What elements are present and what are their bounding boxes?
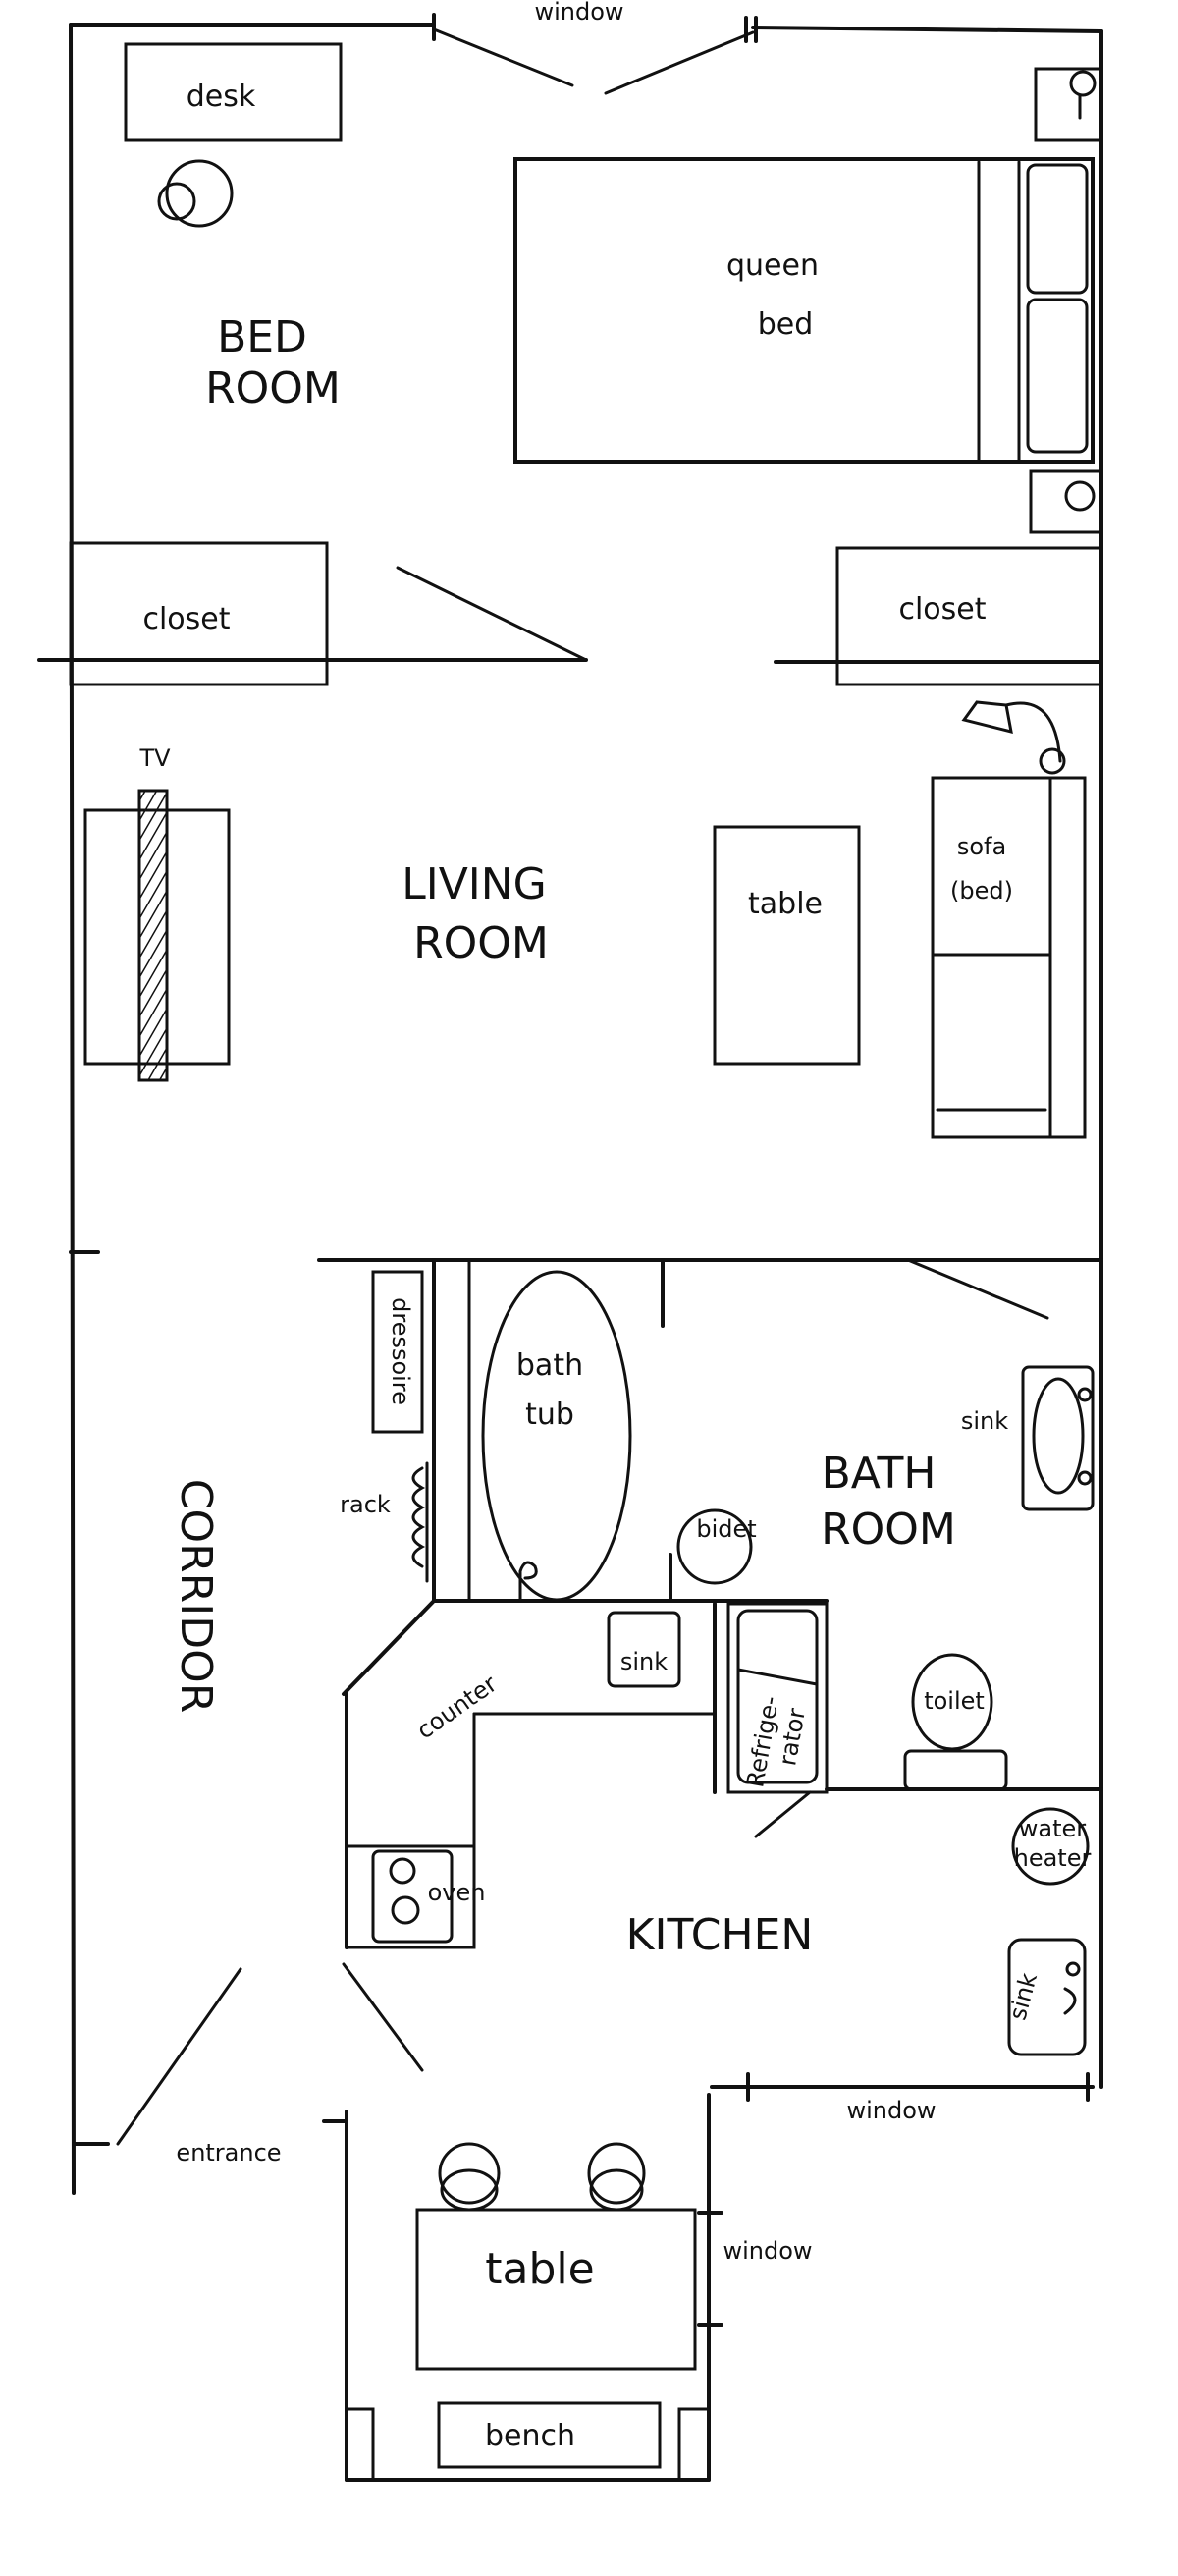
svg-text:window: window bbox=[534, 0, 623, 26]
svg-text:heater: heater bbox=[1014, 1844, 1092, 1872]
refrigerator: Refrige- rator bbox=[713, 1602, 829, 1838]
svg-text:rack: rack bbox=[340, 1491, 391, 1518]
svg-text:BATH: BATH bbox=[822, 1449, 937, 1499]
living-table bbox=[713, 825, 861, 1066]
oven bbox=[345, 1844, 476, 1949]
svg-text:window: window bbox=[846, 2097, 936, 2124]
closet-right bbox=[835, 546, 1103, 686]
queen-bed: queen bed bbox=[513, 157, 1095, 464]
bidet bbox=[676, 1508, 753, 1585]
svg-text:tub: tub bbox=[525, 1398, 574, 1432]
desk-chair bbox=[165, 159, 234, 228]
svg-text:bed: bed bbox=[758, 307, 814, 342]
svg-text:dressoire: dressoire bbox=[387, 1297, 414, 1405]
svg-text:sink: sink bbox=[961, 1407, 1008, 1435]
svg-text:KITCHEN: KITCHEN bbox=[626, 1910, 814, 1960]
svg-text:ROOM: ROOM bbox=[413, 918, 549, 968]
svg-text:ROOM: ROOM bbox=[205, 363, 341, 413]
kitchen-small-sink bbox=[607, 1611, 681, 1688]
kitchen-door bbox=[342, 1962, 424, 2072]
nightstand-lamp-top bbox=[1034, 67, 1103, 142]
nightstand-lamp-bottom bbox=[1029, 469, 1103, 534]
bath-sink bbox=[1021, 1365, 1095, 1511]
svg-text:window: window bbox=[723, 2237, 812, 2265]
dining-chair-left bbox=[438, 2142, 501, 2212]
water-heater bbox=[1011, 1807, 1090, 1886]
svg-text:closet: closet bbox=[898, 592, 986, 627]
svg-text:table: table bbox=[748, 887, 823, 921]
svg-text:bench: bench bbox=[485, 2419, 575, 2453]
svg-text:(bed): (bed) bbox=[950, 877, 1013, 904]
svg-text:oven: oven bbox=[428, 1879, 486, 1906]
dining-table bbox=[415, 2208, 697, 2371]
desk bbox=[124, 42, 343, 142]
svg-text:BED: BED bbox=[217, 312, 307, 362]
floor-lamp bbox=[961, 700, 1066, 775]
dining-chair-right bbox=[587, 2142, 646, 2212]
tv bbox=[137, 789, 169, 1082]
window-dining: window bbox=[697, 2211, 813, 2327]
svg-text:toilet: toilet bbox=[924, 1687, 985, 1715]
svg-text:entrance: entrance bbox=[176, 2139, 281, 2166]
svg-text:sink: sink bbox=[620, 1648, 668, 1675]
dressoire bbox=[371, 1270, 424, 1434]
walls bbox=[37, 23, 1103, 2482]
corridor-label: CORRIDOR bbox=[171, 1479, 221, 1714]
bathroom-door bbox=[906, 1258, 1049, 1320]
svg-text:ROOM: ROOM bbox=[821, 1505, 956, 1555]
entrance-door bbox=[116, 1967, 242, 2146]
bedroom-door bbox=[396, 566, 588, 662]
window-top: window bbox=[432, 0, 758, 95]
closet-left bbox=[69, 541, 329, 686]
svg-text:closet: closet bbox=[142, 602, 230, 636]
svg-text:water: water bbox=[1019, 1815, 1087, 1842]
svg-text:queen: queen bbox=[726, 248, 819, 283]
sofa-bed: sofa (bed) bbox=[931, 776, 1087, 1139]
bench bbox=[437, 2401, 662, 2469]
svg-text:TV: TV bbox=[138, 744, 171, 772]
svg-text:desk: desk bbox=[187, 80, 256, 114]
counter-label: counter bbox=[412, 1670, 503, 1744]
kitchen-sink bbox=[1007, 1938, 1087, 2056]
window-kitchen: window bbox=[746, 2072, 1090, 2124]
rack bbox=[411, 1461, 429, 1583]
toilet bbox=[903, 1653, 1008, 1791]
svg-text:table: table bbox=[485, 2244, 594, 2294]
svg-text:LIVING: LIVING bbox=[402, 859, 547, 909]
svg-text:bath: bath bbox=[516, 1348, 583, 1383]
svg-text:sofa: sofa bbox=[957, 833, 1006, 860]
svg-text:bidet: bidet bbox=[696, 1515, 756, 1543]
bathtub bbox=[481, 1270, 632, 1602]
